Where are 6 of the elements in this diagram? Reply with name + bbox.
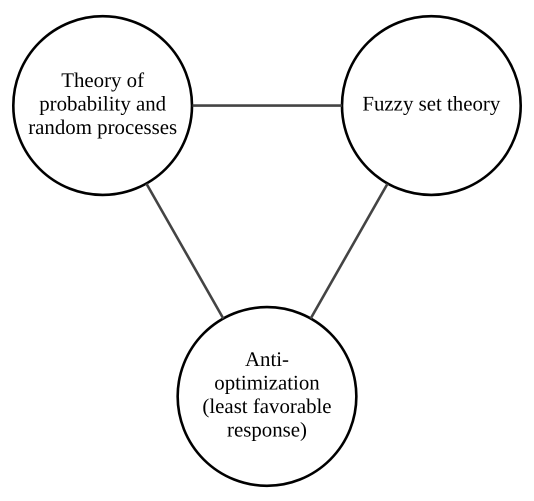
node-circle: Fuzzy set theory [340, 14, 522, 196]
connector [192, 104, 342, 106]
connector [310, 182, 389, 319]
node-circle: Theory of probability and random processes [12, 14, 194, 196]
node-circle: Anti-optimization (least favorable response) [176, 305, 358, 487]
connector [145, 182, 224, 319]
